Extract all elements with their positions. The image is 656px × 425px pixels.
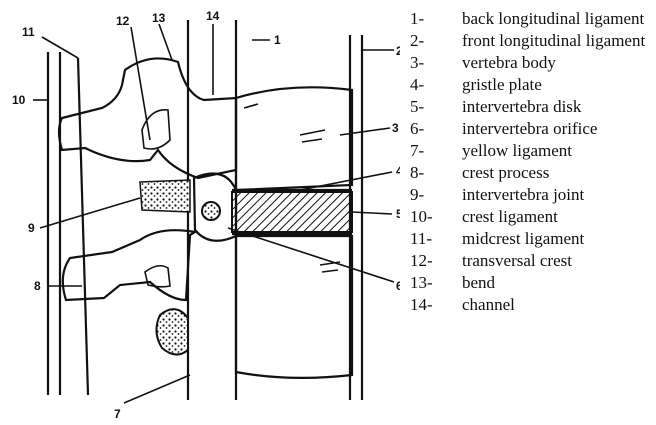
legend-entry: 1-back longitudinal ligament	[410, 8, 654, 30]
legend-number: 4-	[410, 74, 462, 96]
legend-label: crest ligament	[462, 206, 654, 228]
legend-entry: 11-midcrest ligament	[410, 228, 654, 250]
legend-label: transversal crest	[462, 250, 654, 272]
legend-entry: 8-crest process	[410, 162, 654, 184]
intervertebra-joint	[140, 180, 190, 212]
legend-number: 11-	[410, 228, 462, 250]
callout-1: 1	[274, 33, 281, 47]
legend-entry: 4-gristle plate	[410, 74, 654, 96]
legend-number: 13-	[410, 272, 462, 294]
spine-segment-diagram: 1 2 3 4 5 6 7 8 9 10 11 12 13 14	[0, 0, 400, 425]
legend-label: vertebra body	[462, 52, 654, 74]
legend-entry: 7-yellow ligament	[410, 140, 654, 162]
legend-entry: 12-transversal crest	[410, 250, 654, 272]
legend-entry: 13-bend	[410, 272, 654, 294]
callout-2: 2	[396, 44, 400, 58]
callout-4: 4	[396, 164, 400, 178]
legend-entry: 3-vertebra body	[410, 52, 654, 74]
intervertebra-orifice	[202, 202, 220, 220]
legend-label: back longitudinal ligament	[462, 8, 654, 30]
callout-11: 11	[22, 25, 35, 39]
legend-label: midcrest ligament	[462, 228, 654, 250]
callout-6: 6	[396, 279, 400, 293]
legend-entry: 6-intervertebra orifice	[410, 118, 654, 140]
legend-entry: 5-intervertebra disk	[410, 96, 654, 118]
legend-label: crest process	[462, 162, 654, 184]
callout-8: 8	[34, 279, 41, 293]
legend-label: front longitudinal ligament	[462, 30, 654, 52]
callout-12: 12	[116, 14, 130, 28]
midcrest-ligament-band	[78, 58, 88, 395]
legend-entry: 2-front longitudinal ligament	[410, 30, 654, 52]
legend-number: 1-	[410, 8, 462, 30]
legend-label: gristle plate	[462, 74, 654, 96]
legend-entry: 14-channel	[410, 294, 654, 316]
legend-label: intervertebra joint	[462, 184, 654, 206]
callout-5: 5	[396, 207, 400, 221]
legend-entry: 9-intervertebra joint	[410, 184, 654, 206]
legend-label: intervertebra disk	[462, 96, 654, 118]
lower-vertebra-body	[236, 236, 352, 378]
body-texture-lines	[244, 104, 325, 142]
legend-number: 7-	[410, 140, 462, 162]
callout-13: 13	[152, 11, 166, 25]
legend-label: channel	[462, 294, 654, 316]
legend-label: intervertebra orifice	[462, 118, 654, 140]
legend: 1-back longitudinal ligament 2-front lon…	[410, 8, 654, 316]
callout-7: 7	[114, 407, 121, 421]
legend-number: 10-	[410, 206, 462, 228]
legend-number: 2-	[410, 30, 462, 52]
legend-number: 9-	[410, 184, 462, 206]
intervertebra-disk	[232, 192, 352, 232]
callout-9: 9	[28, 221, 35, 235]
lower-crest-shape	[145, 266, 170, 287]
legend-number: 12-	[410, 250, 462, 272]
callout-14: 14	[206, 9, 220, 23]
legend-entry: 10-crest ligament	[410, 206, 654, 228]
legend-label: bend	[462, 272, 654, 294]
legend-label: yellow ligament	[462, 140, 654, 162]
callout-3: 3	[392, 121, 399, 135]
legend-number: 8-	[410, 162, 462, 184]
legend-number: 6-	[410, 118, 462, 140]
upper-vertebra-body	[236, 87, 352, 190]
legend-number: 3-	[410, 52, 462, 74]
callout-10: 10	[12, 93, 26, 107]
yellow-ligament	[156, 309, 188, 354]
legend-number: 5-	[410, 96, 462, 118]
legend-number: 14-	[410, 294, 462, 316]
